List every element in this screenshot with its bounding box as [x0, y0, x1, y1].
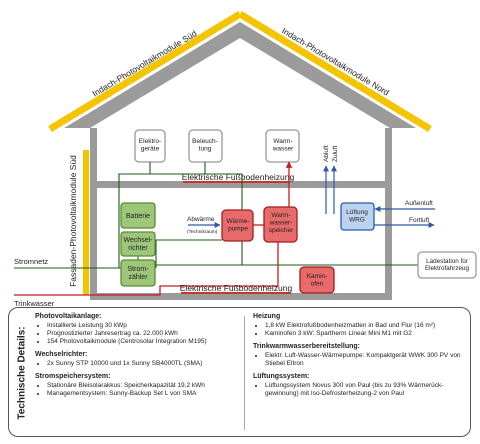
roof — [64, 22, 416, 128]
details-heading: Wechselrichter: — [35, 351, 88, 359]
details-heading: Trinkwarmwasserbereitstellung: — [253, 343, 360, 351]
cable-wp — [155, 239, 222, 268]
solar-panel-south — [48, 11, 242, 132]
trinkwasser-label: Trinkwasser — [14, 299, 55, 308]
details-column-left: Photovoltaikanlage: Installierte Leistung… — [35, 312, 240, 403]
details-list-item: 2x Sunny STP 10000 und 1x Sunny SB4000TL… — [47, 360, 240, 368]
details-list-item: Prognostizierter Jahresertrag ca. 22.000… — [47, 330, 240, 338]
kaminofen-box — [299, 266, 335, 294]
wechselrichter-box — [120, 231, 156, 257]
solar-panel-north — [238, 11, 432, 132]
batterie-label: Batterie — [126, 213, 150, 220]
ground-heating-label: Elektrische Fußbodenheizung — [180, 283, 293, 293]
trinkwasser-pipe — [14, 242, 279, 296]
facade-pv-label: Fassaden-Photovoltaikmodule Süd — [68, 155, 78, 287]
details-heading: Heizung — [253, 313, 281, 320]
details-separator — [244, 316, 245, 430]
details-column-right: Heizung 1,8 kW Elektrofußbodenheizmatten … — [253, 312, 465, 403]
details-heading: Lüftungssystem: — [253, 373, 310, 381]
upper-heating-label: Elektrische Fußbodenheizung — [182, 172, 295, 182]
warmwasserspeicher-box — [263, 206, 298, 243]
stromnetz-label: Stromnetz — [14, 257, 48, 266]
elektrogeraete-label: Elektro-geräte — [139, 138, 161, 152]
details-heading: Stromspeichersystem: — [35, 373, 111, 381]
details-list-item: Installierte Leistung 30 kWp — [47, 322, 240, 330]
warmwasser-box — [265, 129, 300, 163]
details-list-item: Stationäre Bleisolarakkus: Speicherkapaz… — [47, 382, 240, 390]
abwaerme-label: Abwärme — [187, 216, 215, 223]
fortluft-label: Fortluft — [409, 217, 429, 224]
warmwasser-label: Warm-wasser — [272, 138, 294, 152]
technical-details-title-wrap: Technische Details: — [11, 308, 33, 438]
kaminofen-label: Kamin-ofen — [307, 273, 328, 287]
details-list-item: Elektr. Luft-Wasser-Wärmepumpe: Kompaktg… — [265, 352, 465, 368]
waermepumpe-label: Wärme-pumpe — [226, 218, 249, 232]
warmwasserspeicher-label: Warm-wasser-speicher — [269, 212, 294, 234]
details-list: 2x Sunny STP 10000 und 1x Sunny SB4000TL… — [35, 360, 240, 368]
waermepumpe-box — [221, 209, 254, 242]
technical-details-title: Technische Details: — [16, 326, 28, 420]
wechselrichter-label: Wechsel-richter — [123, 237, 153, 252]
abwaerme-sublabel: (Technikraum) — [187, 229, 218, 235]
details-list-item: Kaminofen 3 kW: Spartherm Linear Mini M1… — [265, 330, 465, 338]
details-list: Stationäre Bleisolarakkus: Speicherkapaz… — [35, 382, 240, 398]
floor-ceiling — [90, 181, 392, 188]
details-list: Lüftungssystem Novus 300 von Paul (bis z… — [253, 382, 465, 398]
details-list-item: 1,8 kW Elektrofußbodenheizmatten in Bad … — [265, 322, 465, 330]
wall-left — [90, 128, 97, 300]
batterie-box — [120, 202, 156, 229]
aussenluft-label: Außenluft — [405, 200, 433, 207]
lueftung-box — [340, 202, 375, 231]
details-list-item: Managementsystem: Sunny-Backup Set L von… — [47, 390, 240, 398]
technical-details-panel: Technische Details: Photovoltaikanlage: I… — [8, 307, 471, 437]
wall-right — [385, 128, 392, 300]
abluft-label: Abluft — [323, 145, 330, 162]
ladestation-box — [417, 251, 477, 279]
zuluft-label: Zuluft — [332, 146, 339, 162]
details-list: Elektr. Luft-Wasser-Wärmepumpe: Kompaktg… — [253, 352, 465, 368]
beleuchtung-label: Beleuch-tung — [192, 138, 218, 152]
floor-ground — [90, 293, 392, 300]
details-list: Installierte Leistung 30 kWpPrognostizie… — [35, 322, 240, 346]
details-list: 1,8 kW Elektrofußbodenheizmatten in Bad … — [253, 322, 465, 338]
details-list-item: Lüftungssystem Novus 300 von Paul (bis z… — [265, 382, 465, 398]
details-heading: Photovoltaikanlage: — [35, 313, 102, 320]
stromzaehler-box — [120, 259, 156, 287]
details-list-item: 154 Photovoltaikmodule (Centrosolar Inte… — [47, 338, 240, 346]
stromzaehler-label: Strom-zähler — [128, 266, 150, 281]
